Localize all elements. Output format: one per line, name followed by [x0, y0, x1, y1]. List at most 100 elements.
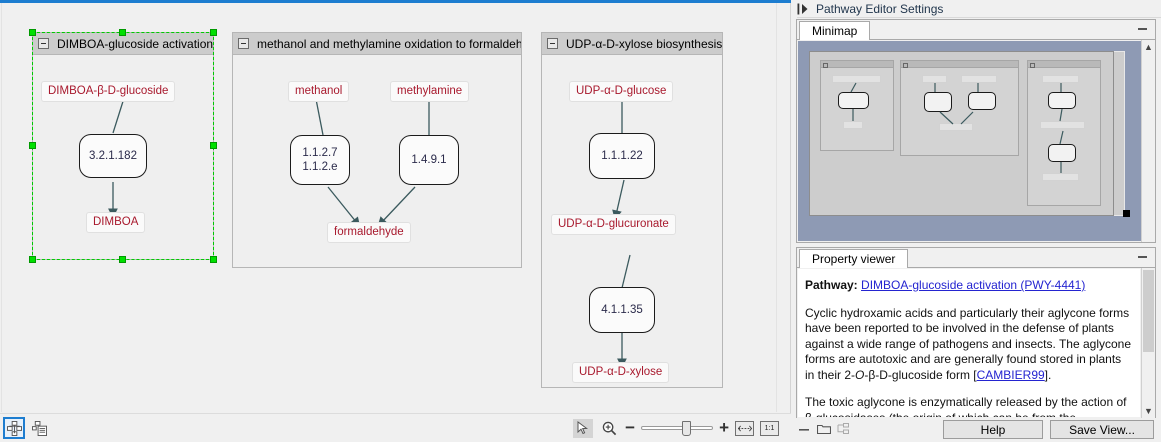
collapse-icon[interactable] — [38, 38, 49, 49]
scroll-up-icon[interactable]: ▲ — [1144, 42, 1153, 52]
selection-handle-n[interactable] — [119, 29, 126, 36]
minimap-group — [1027, 60, 1101, 206]
minimap-body: ▲ — [797, 40, 1155, 242]
zoom-controls: − + 1:1 — [573, 417, 779, 439]
collapse-icon[interactable] — [798, 424, 811, 438]
compound-node[interactable]: formaldehyde — [327, 222, 411, 243]
compound-label: formaldehyde — [334, 226, 404, 238]
pointer-tool-icon — [577, 421, 588, 435]
property-viewer-content[interactable]: Pathway: DIMBOA-glucoside activation (PW… — [798, 269, 1140, 417]
selection-handle-w[interactable] — [29, 142, 36, 149]
minimap-canvas[interactable] — [798, 41, 1141, 241]
fit-width-icon — [737, 425, 752, 431]
minimap-compound — [961, 75, 997, 83]
selection-handle-se[interactable] — [210, 256, 217, 263]
citation-link[interactable]: CAMBIER99 — [976, 367, 1045, 382]
enzyme-label-line: 1.1.2.e — [302, 161, 338, 173]
selection-handle-nw[interactable] — [29, 29, 36, 36]
layout-icon[interactable] — [837, 423, 850, 438]
compound-node[interactable]: DIMBOA-β-D-glucoside — [41, 81, 176, 102]
save-view-button[interactable]: Save View... — [1050, 420, 1154, 439]
compound-label: UDP-α-D-glucose — [576, 85, 667, 97]
compound-node[interactable]: UDP-α-D-glucuronate — [551, 214, 676, 235]
collapse-icon[interactable] — [238, 38, 249, 49]
desc-part-b: -β-D-glucoside form [ — [864, 367, 977, 382]
desc-italic-o: O — [855, 367, 865, 382]
selection-handle-sw[interactable] — [29, 256, 36, 263]
compound-node[interactable]: UDP-α-D-glucose — [569, 81, 674, 102]
enzyme-node[interactable]: 1.1.1.22 — [589, 133, 655, 179]
property-viewer-scrollbar[interactable]: ▼ — [1141, 268, 1155, 418]
group-title-label: methanol and methylamine oxidation to fo… — [257, 37, 521, 51]
enzyme-node[interactable]: 1.1.2.7 1.1.2.e — [290, 135, 350, 185]
zoom-out-button[interactable]: − — [625, 418, 636, 437]
help-button[interactable]: Help — [943, 420, 1043, 439]
minimap-compound — [939, 123, 973, 131]
minimap-compound — [832, 75, 881, 83]
group-title-label: UDP-α-D-xylose biosynthesis — [566, 37, 722, 51]
scrollbar-thumb[interactable] — [1143, 270, 1154, 352]
minimap-group — [900, 60, 1019, 156]
pathway-group-dimboa-glucoside-activation[interactable]: DIMBOA-glucoside activation DIMBOA-β-D — [32, 32, 214, 260]
minimap-group-header — [821, 61, 893, 68]
help-label: Help — [980, 422, 1006, 437]
enzyme-node[interactable]: 4.1.1.35 — [589, 287, 655, 333]
minimap-viewport[interactable] — [809, 51, 1114, 216]
scroll-down-icon[interactable]: ▼ — [1144, 406, 1153, 416]
minimap-enzyme — [968, 92, 996, 110]
desc-part-a: Cyclic hydroxamic acids and particularly… — [805, 305, 1132, 382]
enzyme-node[interactable]: 3.2.1.182 — [79, 134, 147, 178]
description-paragraph-1: Cyclic hydroxamic acids and particularly… — [805, 306, 1132, 384]
expand-panel-icon[interactable] — [797, 3, 810, 15]
minimize-icon[interactable] — [1138, 28, 1147, 30]
property-viewer-panel: Property viewer Pathway: DIMBOA-glucosid… — [796, 247, 1156, 419]
group-body: UDP-α-D-glucose 1.1.1.22 UDP-α-D-glucuro… — [542, 55, 722, 387]
minimap-compound — [1040, 121, 1085, 129]
minimap-compound — [843, 121, 863, 129]
compound-node[interactable]: methanol — [288, 81, 350, 102]
folder-icon[interactable] — [816, 423, 832, 438]
enzyme-node[interactable]: 1.4.9.1 — [399, 135, 459, 185]
pathway-editor-settings-dock: Pathway Editor Settings Minimap — [791, 0, 1161, 442]
minimap-enzyme — [1048, 144, 1076, 162]
minimap-resize-handle[interactable] — [1123, 210, 1130, 217]
minimap-edges — [1059, 83, 1064, 173]
collapse-icon[interactable] — [547, 38, 558, 49]
pathway-layout-button[interactable] — [3, 417, 25, 439]
zoom-in-button[interactable]: + — [719, 418, 729, 437]
pathway-canvas[interactable]: DIMBOA-glucoside activation DIMBOA-β-D — [1, 3, 777, 412]
compound-node[interactable]: methylamine — [390, 81, 470, 102]
compound-node[interactable]: UDP-α-D-xylose — [572, 362, 670, 383]
pathway-layout-icon — [6, 420, 22, 436]
enzyme-label-line: 4.1.1.35 — [601, 304, 643, 316]
minimap-group — [820, 60, 894, 151]
selection-handle-e[interactable] — [210, 142, 217, 149]
pathway-canvas-area[interactable]: DIMBOA-glucoside activation DIMBOA-β-D — [0, 3, 791, 413]
actual-size-button[interactable]: 1:1 — [760, 420, 779, 436]
selection-handle-s[interactable] — [119, 256, 126, 263]
enzyme-label-line: 1.4.9.1 — [411, 154, 447, 166]
minimap-scrollbar[interactable]: ▲ — [1141, 40, 1155, 242]
zoom-tool-button[interactable] — [599, 419, 619, 438]
pathway-link[interactable]: DIMBOA-glucoside activation (PWY-4441) — [861, 278, 1086, 292]
pointer-tool-button[interactable] — [573, 418, 594, 438]
pathway-list-button[interactable] — [28, 417, 50, 439]
minimap-page — [809, 51, 1125, 216]
compound-label: methanol — [295, 85, 343, 97]
property-viewer-body: Pathway: DIMBOA-glucoside activation (PW… — [797, 268, 1155, 418]
tab-property-viewer[interactable]: Property viewer — [799, 249, 909, 268]
tab-minimap[interactable]: Minimap — [799, 21, 871, 40]
save-view-label: Save View... — [1069, 422, 1135, 437]
minimize-icon[interactable] — [1138, 256, 1147, 258]
compound-node[interactable]: DIMBOA — [86, 212, 146, 233]
dock-header: Pathway Editor Settings — [797, 0, 1161, 18]
zoom-slider-thumb[interactable] — [682, 421, 692, 436]
pathway-group-methanol-methylamine-oxidation[interactable]: methanol and methylamine oxidation to fo… — [232, 32, 522, 268]
desc-part-c: ]. — [1044, 367, 1052, 382]
fit-width-button[interactable] — [735, 420, 754, 436]
canvas-bottom-toolbar: − + 1:1 — [0, 413, 791, 442]
zoom-slider[interactable] — [641, 421, 714, 436]
selection-handle-ne[interactable] — [210, 29, 217, 36]
pathway-group-udp-xylose-biosynthesis[interactable]: UDP-α-D-xylose biosynthesis — [541, 32, 723, 388]
pathway-label: Pathway: — [805, 278, 858, 292]
